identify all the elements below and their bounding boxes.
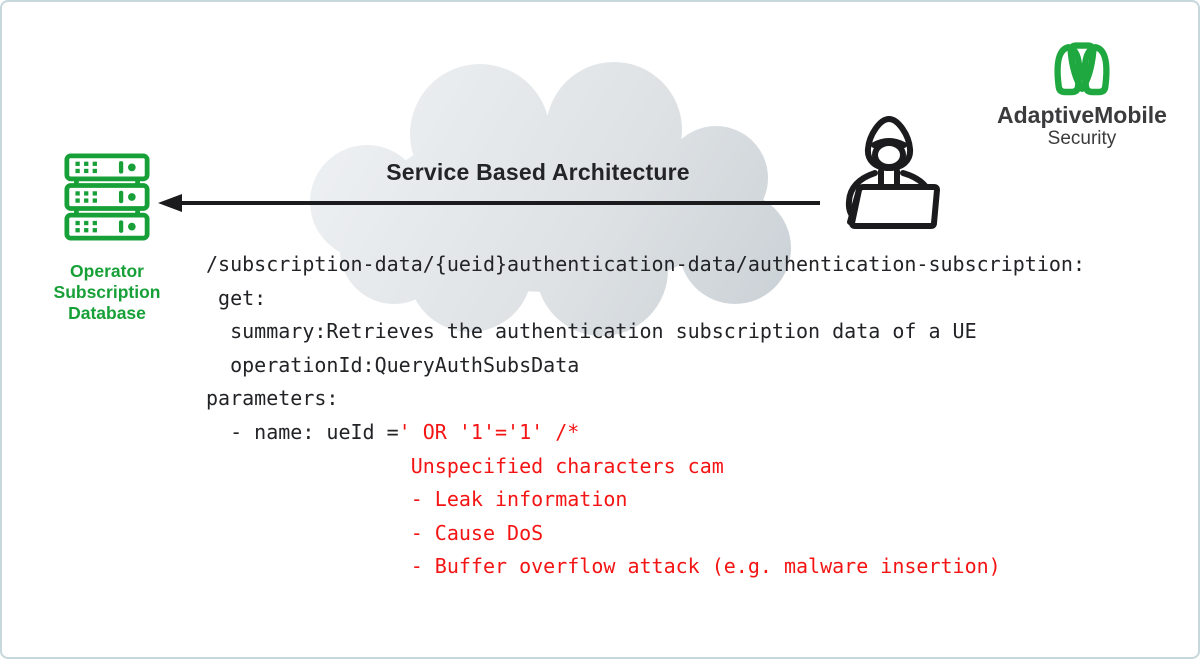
code-text [206, 454, 411, 478]
database-label-line: Operator [70, 261, 144, 281]
code-line: operationId:QueryAuthSubsData [206, 349, 1186, 383]
code-line: - Buffer overflow attack (e.g. malware i… [206, 550, 1186, 584]
code-text: get: [206, 285, 267, 310]
code-line: /subscription-data/{ueid}authentication-… [206, 248, 1186, 282]
brand-block: AdaptiveMobile Security [982, 36, 1182, 150]
brand-subtitle: Security [1047, 128, 1117, 149]
code-text [206, 554, 411, 578]
database-group: Operator Subscription Database [27, 152, 187, 324]
code-text: operationId:QueryAuthSubsData [206, 352, 580, 377]
brand-name: AdaptiveMobile [997, 102, 1167, 128]
api-code-block: /subscription-data/{ueid}authentication-… [206, 248, 1186, 584]
code-danger-text: - Leak information [410, 487, 628, 512]
database-label-line: Subscription [53, 282, 161, 302]
code-text [206, 521, 411, 545]
database-label: Operator Subscription Database [27, 261, 187, 324]
hooded-hacker-icon [845, 116, 940, 229]
code-line: - Cause DoS [206, 517, 1186, 551]
cloud-title: Service Based Architecture [386, 159, 690, 185]
code-line: parameters: [206, 382, 1186, 416]
code-text: /subscription-data/{ueid}authentication-… [206, 252, 1085, 276]
code-text: - name: ueId = [206, 419, 399, 444]
code-line: - Leak information [206, 483, 1186, 517]
code-text: parameters: [206, 386, 339, 411]
code-text [206, 487, 411, 511]
code-line: summary:Retrieves the authentication sub… [206, 315, 1186, 349]
adaptivemobile-logo-icon [1054, 42, 1110, 96]
code-danger-text: - Buffer overflow attack (e.g. malware i… [410, 554, 1001, 579]
laptop-icon [849, 184, 940, 229]
server-stack-icon [64, 153, 150, 241]
code-line: Unspecified characters cam [206, 450, 1186, 484]
database-label-line: Database [68, 303, 146, 323]
face-outline [872, 140, 906, 170]
code-danger-text: - Cause DoS [410, 520, 544, 545]
code-text: summary:Retrieves the authentication sub… [206, 319, 977, 344]
code-line: get: [206, 282, 1186, 316]
code-danger-text: Unspecified characters cam [410, 453, 724, 478]
attack-arrow-left [158, 194, 820, 212]
code-line: - name: ueId =' OR '1'='1' /* [206, 416, 1186, 450]
cloud-shape [310, 62, 791, 336]
code-danger-text: ' OR '1'='1' /* [398, 419, 580, 444]
